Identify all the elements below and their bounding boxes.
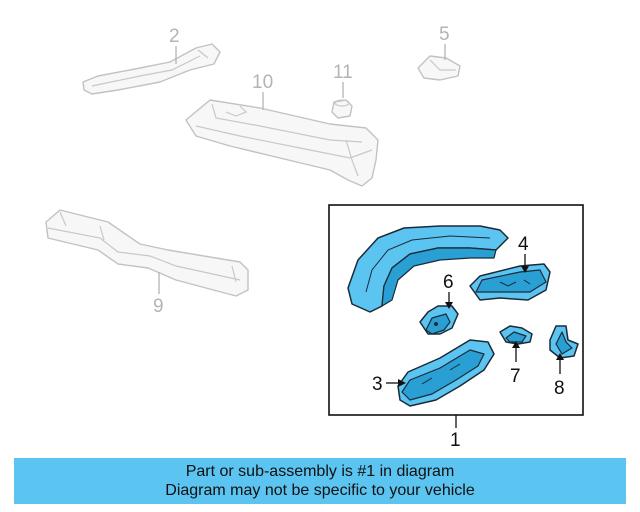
part-2-bracket xyxy=(82,43,221,95)
part-3-rail xyxy=(397,339,495,407)
part-4-rail xyxy=(469,263,551,301)
callout-2: 2 xyxy=(169,26,180,47)
callout-5: 5 xyxy=(439,24,450,45)
callout-8: 8 xyxy=(554,378,565,399)
arrow-4 xyxy=(521,266,529,273)
part-7-bracket xyxy=(499,325,533,345)
callout-11: 11 xyxy=(333,62,353,83)
callout-3: 3 xyxy=(372,374,383,395)
arrow-3 xyxy=(398,379,406,387)
part-10-rail xyxy=(185,99,379,187)
arrow-8 xyxy=(556,353,564,360)
parts-diagram: 2 5 11 10 9 1 xyxy=(45,24,584,451)
arrow-6 xyxy=(445,302,453,309)
part-8-bracket xyxy=(549,325,579,359)
banner-line-1: Part or sub-assembly is #1 in diagram xyxy=(185,463,455,480)
callout-9: 9 xyxy=(153,296,164,317)
info-banner: Part or sub-assembly is #1 in diagram Di… xyxy=(14,458,626,504)
part-5-bracket xyxy=(417,55,461,81)
part-6-bracket xyxy=(419,305,459,335)
callout-6: 6 xyxy=(443,272,454,293)
arrow-7 xyxy=(512,341,520,348)
callout-1: 1 xyxy=(450,430,461,451)
part-9-crossmember xyxy=(45,209,249,297)
banner-line-2: Diagram may not be specific to your vehi… xyxy=(165,482,475,499)
wheelhouse-panel xyxy=(347,225,509,313)
part-11-nut xyxy=(331,99,353,119)
callout-4: 4 xyxy=(518,234,529,255)
callout-7: 7 xyxy=(510,366,521,387)
callout-10: 10 xyxy=(252,72,273,93)
